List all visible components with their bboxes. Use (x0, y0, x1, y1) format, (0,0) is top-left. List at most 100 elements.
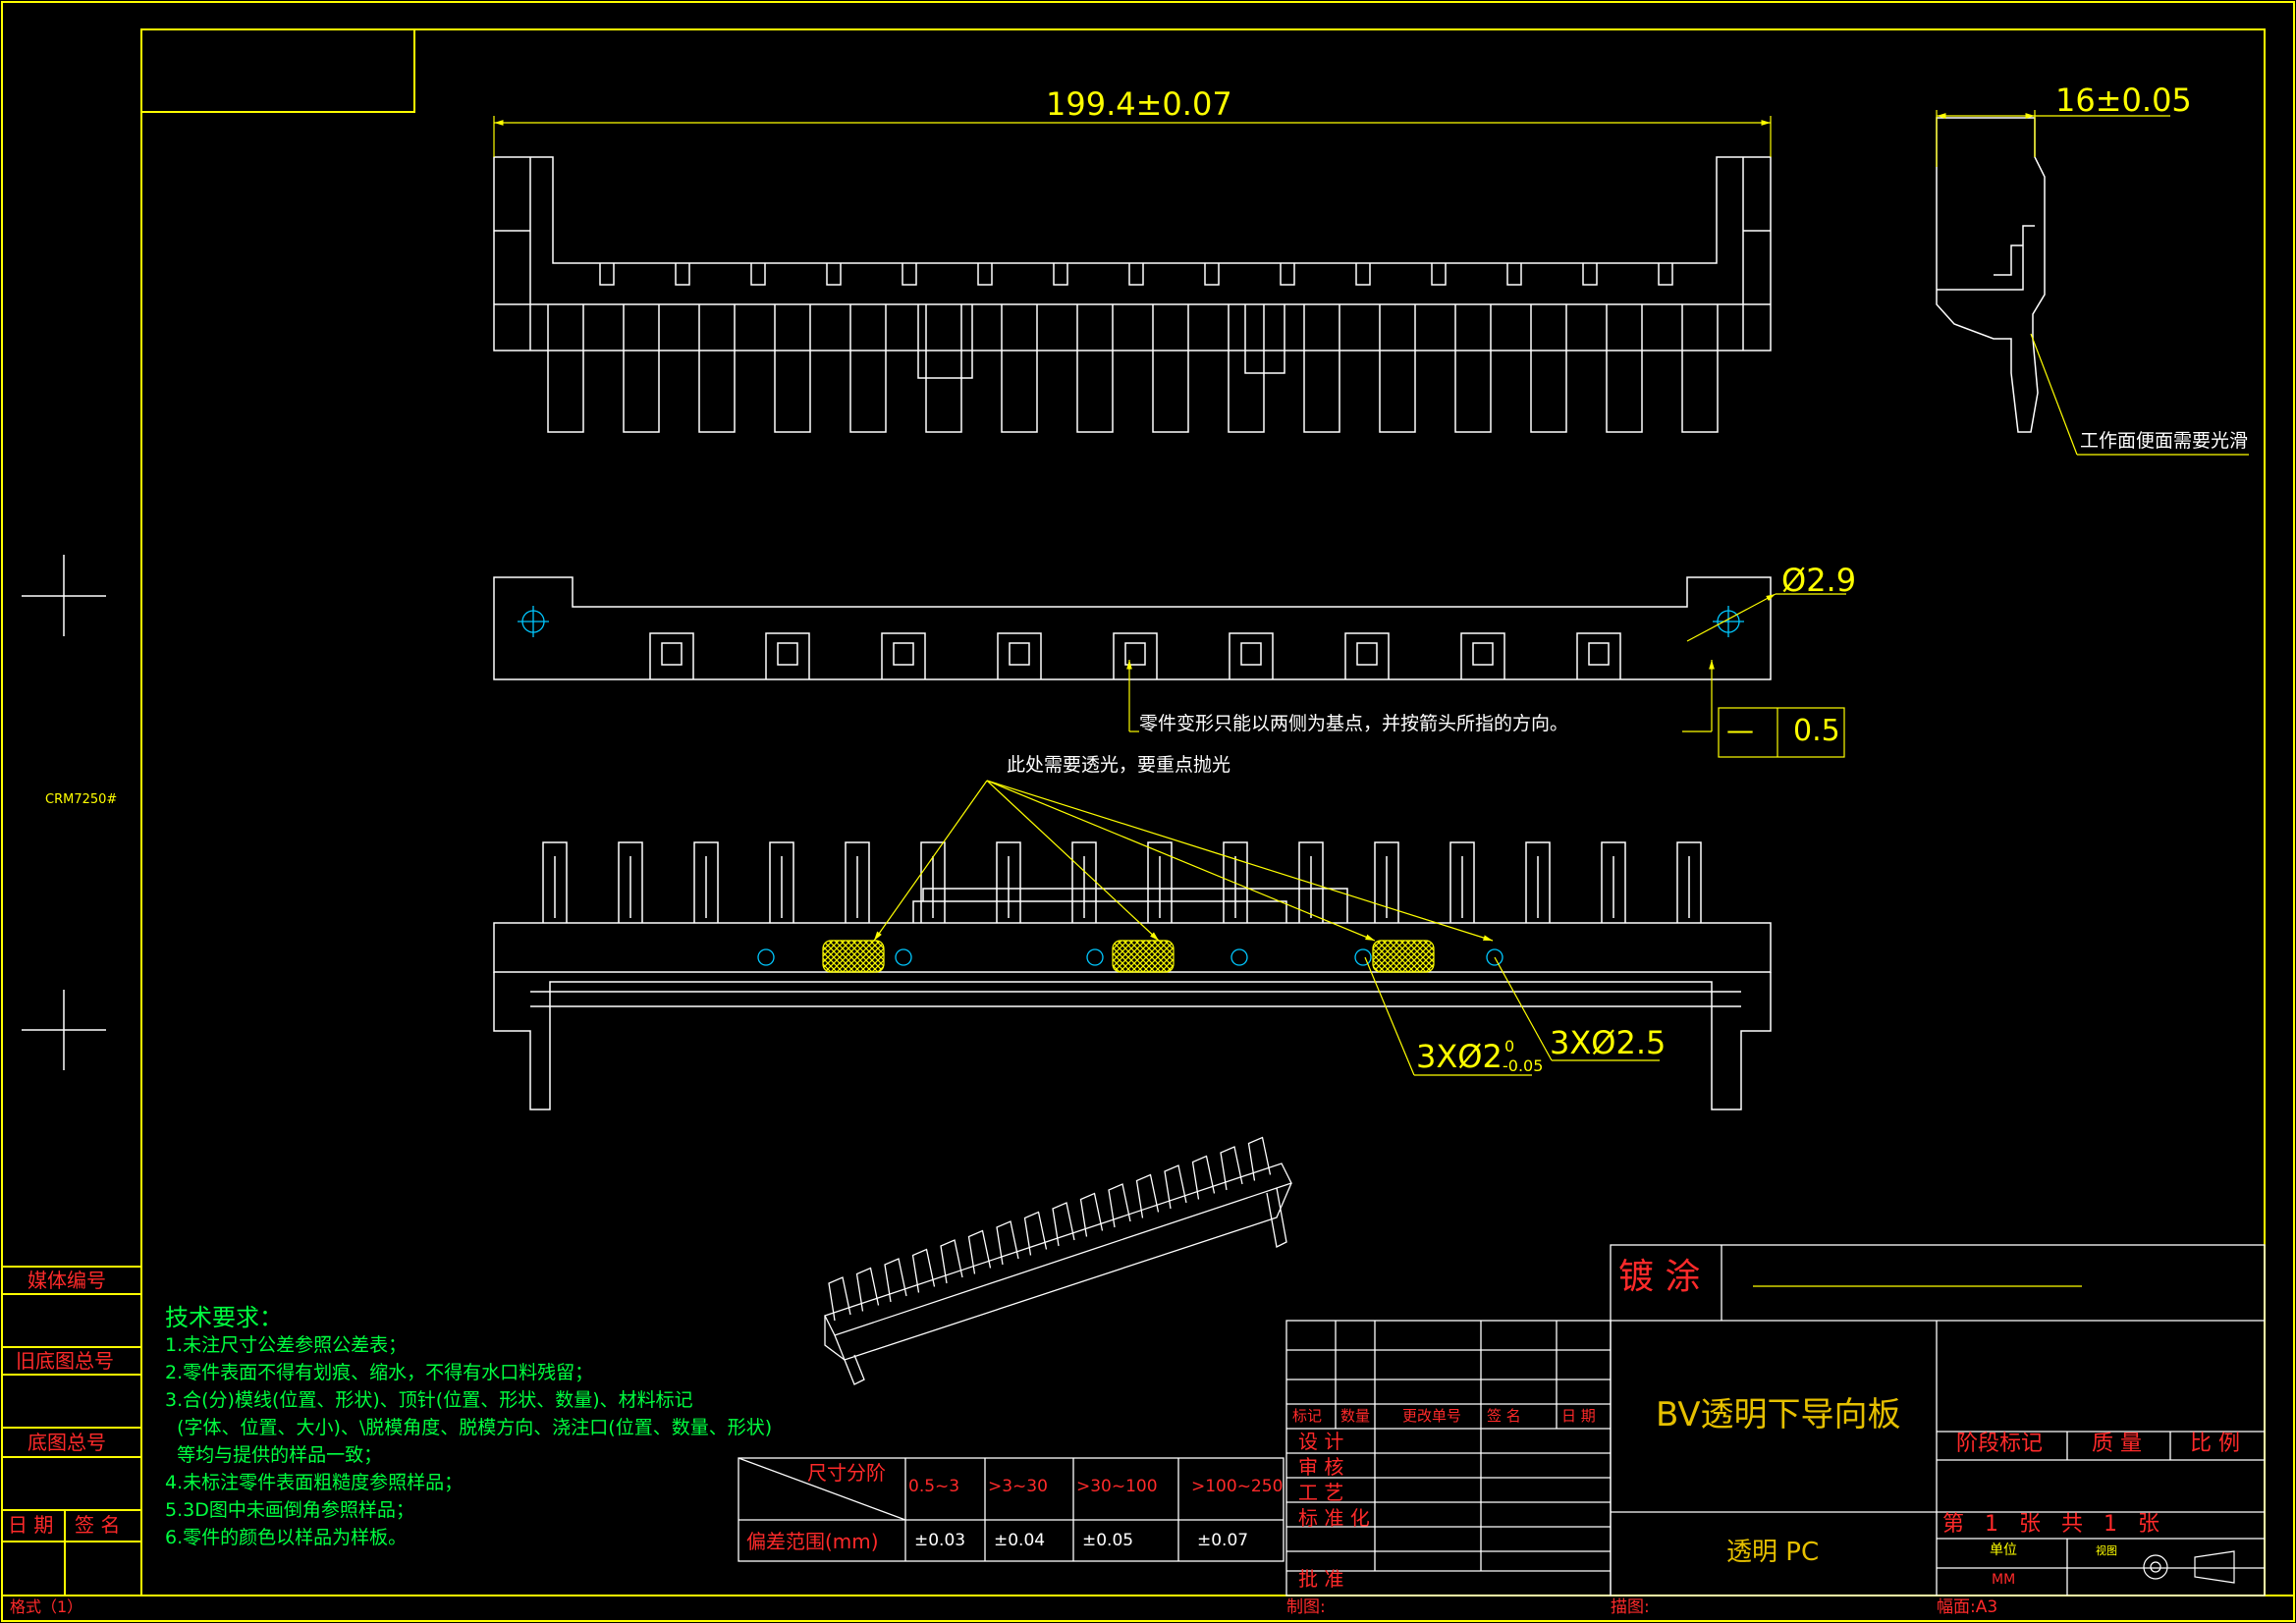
iso-finger (1023, 1211, 1048, 1256)
tech-item: 2.零件表面不得有划痕、缩水，不得有水口料残留； (165, 1362, 594, 1383)
approval-role: 标 准 化 (1298, 1506, 1370, 1530)
iso-finger (1247, 1136, 1272, 1181)
part-code: CRM7250# (45, 792, 118, 807)
front-finger (547, 304, 584, 433)
bottom-finger (1601, 841, 1626, 923)
top-view (493, 576, 1772, 680)
tol-range-cell: 0.5~3 (908, 1477, 960, 1496)
registration-marks (22, 555, 106, 1070)
drawing-frame (140, 28, 2266, 1596)
front-finger (1152, 304, 1189, 433)
bottom-finger (996, 841, 1021, 923)
media-no-label: 媒体编号 (27, 1269, 106, 1292)
top-slot (765, 632, 810, 679)
iso-finger (996, 1220, 1019, 1266)
iso-finger (1191, 1155, 1216, 1200)
front-finger (1001, 304, 1038, 433)
top-slot-inner (1124, 642, 1146, 666)
polish-leaders (873, 780, 1660, 1076)
front-finger (849, 304, 887, 433)
tolerance-table (738, 1457, 1285, 1562)
front-view (493, 156, 1772, 433)
front-slot (1506, 263, 1522, 286)
front-slot (902, 263, 917, 286)
dim-holes-a-tol-lower: -0.05 (1503, 1056, 1544, 1075)
iso-finger (1108, 1183, 1131, 1228)
stage-label: 阶段标记 (1956, 1432, 2044, 1456)
paper-label: 幅面:A3 (1937, 1597, 1998, 1617)
revision-header: 标记 (1292, 1407, 1323, 1425)
deform-note: 零件变形只能以两侧为基点，并按箭头所指的方向。 (1139, 713, 1569, 734)
top-slot-inner (1588, 642, 1610, 666)
approval-role: 设 计 (1298, 1430, 1344, 1453)
top-slot-inner (1472, 642, 1494, 666)
bottom-finger (1298, 841, 1324, 923)
front-finger (1379, 304, 1416, 433)
front-finger (1228, 304, 1265, 433)
dim-hole-label: Ø2.9 (1781, 562, 1857, 599)
tol-range-cell: >30~100 (1076, 1477, 1158, 1496)
tech-item: 5.3D图中未画倒角参照样品； (165, 1499, 414, 1521)
top-slot (649, 632, 694, 679)
format-label: 格式（1） (10, 1597, 83, 1616)
front-slot (1204, 263, 1220, 286)
tol-value-cell: ±0.07 (1197, 1531, 1249, 1550)
iso-finger (828, 1276, 851, 1322)
tol-range-cell: >100~250 (1191, 1477, 1284, 1496)
reference-box (140, 28, 415, 113)
side-note: 工作面便面需要光滑 (2080, 430, 2249, 452)
iso-finger (884, 1258, 907, 1303)
sign-label: 签 名 (75, 1513, 121, 1537)
tol-value-cell: ±0.04 (994, 1531, 1046, 1550)
iso-finger (1052, 1202, 1075, 1247)
front-finger (925, 304, 962, 433)
top-slot-inner (1009, 642, 1030, 666)
drawn-label: 制图: (1286, 1597, 1326, 1617)
dim-length-label: 199.4±0.07 (1046, 85, 1232, 123)
bottom-finger (618, 841, 643, 923)
dim-holes-b: 3XØ2.5 (1550, 1024, 1667, 1061)
part-name-prefix: BV (1656, 1395, 1701, 1434)
tol-value-cell: ±0.03 (914, 1531, 966, 1550)
bottom-finger (845, 841, 870, 923)
tolerance-value: 0.5 (1793, 714, 1840, 748)
tech-item: 4.未标注零件表面粗糙度参照样品； (165, 1472, 464, 1493)
front-slot (1280, 263, 1295, 286)
front-finger (1530, 304, 1567, 433)
bottom-finger (1525, 841, 1551, 923)
dim-holes-a-tol-upper: 0 (1504, 1037, 1515, 1055)
front-finger (623, 304, 660, 433)
bottom-finger (1223, 841, 1248, 923)
tech-title: 技术要求： (165, 1304, 283, 1331)
plating-label: 镀 涂 (1618, 1257, 1701, 1297)
dim-length (493, 116, 1772, 157)
front-slot (1128, 263, 1144, 286)
front-slot (1658, 263, 1673, 286)
polish-note: 此处需要透光，要重点抛光 (1007, 754, 1231, 776)
top-slot (1576, 632, 1621, 679)
front-slot (1582, 263, 1598, 286)
tolerance-symbol: — (1726, 714, 1754, 746)
front-slot (599, 263, 615, 286)
left-column-boxes (2, 1266, 141, 1596)
top-view-dims (1126, 593, 1846, 758)
top-slot (881, 632, 926, 679)
iso-finger (855, 1267, 880, 1312)
front-slot (1053, 263, 1068, 286)
iso-finger (940, 1239, 963, 1284)
approval-role: 审 核 (1298, 1455, 1344, 1479)
front-slot (750, 263, 766, 286)
bottom-finger (1676, 841, 1702, 923)
front-slot (826, 263, 842, 286)
iso-finger (911, 1248, 936, 1293)
front-finger (1606, 304, 1643, 433)
dim-width-label: 16±0.05 (2055, 81, 2192, 119)
bottom-view-centers (757, 948, 1503, 966)
old-base-total-label: 旧底图总号 (16, 1349, 114, 1373)
iso-view (824, 1136, 1292, 1385)
tech-item: 3.合(分)模线(位置、形状)、顶针(位置、形状、数量)、材料标记 (165, 1389, 693, 1411)
top-view-centers (518, 606, 1744, 637)
front-finger (1303, 304, 1340, 433)
